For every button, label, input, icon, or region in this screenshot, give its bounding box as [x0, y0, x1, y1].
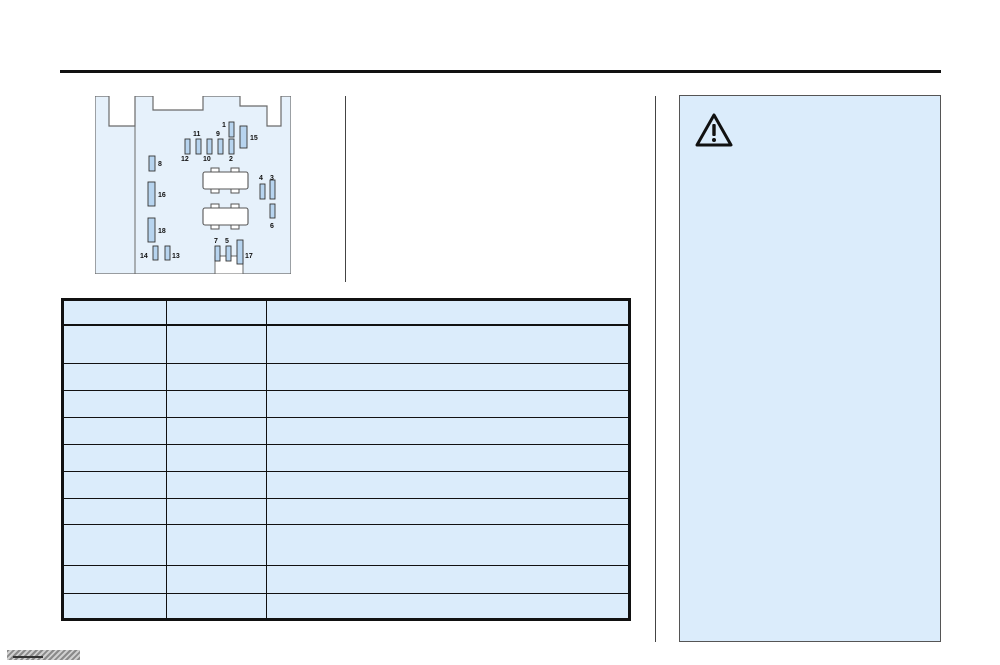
- table-cell: [166, 390, 267, 418]
- table-cell: [63, 524, 167, 566]
- fuse-label-7: 7: [214, 238, 218, 245]
- table-cell: [266, 444, 629, 472]
- fuse-8: [148, 155, 156, 172]
- table-cell: [166, 593, 267, 619]
- fuse-label-15: 15: [250, 135, 258, 142]
- column-divider: [345, 96, 346, 282]
- fuse-label-1: 1: [222, 122, 226, 129]
- fuse-label-12: 12: [181, 156, 189, 163]
- fuse-11: [195, 138, 202, 155]
- fuse-18: [147, 217, 156, 243]
- fuse-7: [214, 245, 221, 262]
- header-rule: [60, 70, 939, 73]
- table-row: [63, 390, 629, 418]
- table-cell: [266, 471, 629, 499]
- fuse-17: [236, 239, 244, 265]
- table-cell: [166, 363, 267, 391]
- fuse-label-10: 10: [203, 156, 211, 163]
- table-cell: [166, 498, 267, 525]
- fuse-label-9: 9: [216, 131, 220, 138]
- table-header-cell: [266, 300, 629, 326]
- fuse-5: [225, 245, 232, 262]
- table-cell: [63, 498, 167, 525]
- table-cell: [266, 498, 629, 525]
- table-header-cell: [63, 300, 167, 326]
- fuse-2: [228, 138, 235, 155]
- fuse-label-13: 13: [172, 253, 180, 260]
- table-row: [63, 593, 629, 619]
- table-row: [63, 324, 629, 364]
- table-cell: [63, 471, 167, 499]
- fuse-10: [206, 138, 213, 155]
- warning-panel: [679, 95, 941, 642]
- fuse-label-4: 4: [259, 175, 263, 182]
- table-cell: [166, 524, 267, 566]
- table-row: [63, 565, 629, 594]
- table-cell: [63, 444, 167, 472]
- table-cell: [266, 565, 629, 594]
- table-cell: [166, 324, 267, 364]
- table-row: [63, 417, 629, 445]
- table-cell: [166, 565, 267, 594]
- fuse-label-2: 2: [229, 156, 233, 163]
- fuse-6: [269, 203, 276, 219]
- table-cell: [63, 593, 167, 619]
- table-row: [63, 444, 629, 472]
- fuse-4: [259, 183, 266, 200]
- fuse-box-diagram: 1 15 11 9 12 10 2 8 16 18 14 13 4 3 6 7 …: [95, 96, 291, 274]
- fuse-9: [217, 138, 224, 155]
- table-row: [63, 498, 629, 525]
- fuse-16: [147, 181, 156, 207]
- fuse-label-5: 5: [225, 238, 229, 245]
- fuse-label-3: 3: [270, 175, 274, 182]
- fuse-3: [269, 179, 276, 200]
- table-cell: [63, 324, 167, 364]
- table-cell: [63, 417, 167, 445]
- table-cell: [166, 417, 267, 445]
- fuse-13: [164, 245, 171, 261]
- table-cell: [166, 471, 267, 499]
- fuse-15: [239, 125, 248, 149]
- page-tab: [7, 650, 80, 660]
- fuse-12: [184, 138, 191, 155]
- table-cell: [266, 417, 629, 445]
- table-row: [63, 363, 629, 391]
- table-cell: [166, 444, 267, 472]
- fuse-table: [61, 298, 631, 621]
- fuse-label-6: 6: [270, 223, 274, 230]
- table-cell: [266, 593, 629, 619]
- table-row: [63, 471, 629, 499]
- fuse-label-11: 11: [193, 131, 201, 138]
- table-cell: [266, 390, 629, 418]
- table-cell: [63, 363, 167, 391]
- table-cell: [266, 363, 629, 391]
- fuse-label-16: 16: [158, 192, 166, 199]
- fuse-1: [228, 121, 235, 138]
- warning-triangle-icon: [694, 112, 734, 148]
- table-row: [63, 524, 629, 566]
- fuse-label-18: 18: [158, 228, 166, 235]
- table-cell: [266, 324, 629, 364]
- header-rule-end: [938, 70, 941, 73]
- fuse-label-17: 17: [245, 253, 253, 260]
- table-header-cell: [166, 300, 267, 326]
- fuse-14: [152, 245, 159, 261]
- fuse-label-8: 8: [158, 161, 162, 168]
- fuse-label-14: 14: [140, 253, 148, 260]
- table-header-row: [63, 300, 629, 326]
- column-divider: [655, 96, 656, 642]
- table-cell: [63, 390, 167, 418]
- table-cell: [63, 565, 167, 594]
- table-cell: [266, 524, 629, 566]
